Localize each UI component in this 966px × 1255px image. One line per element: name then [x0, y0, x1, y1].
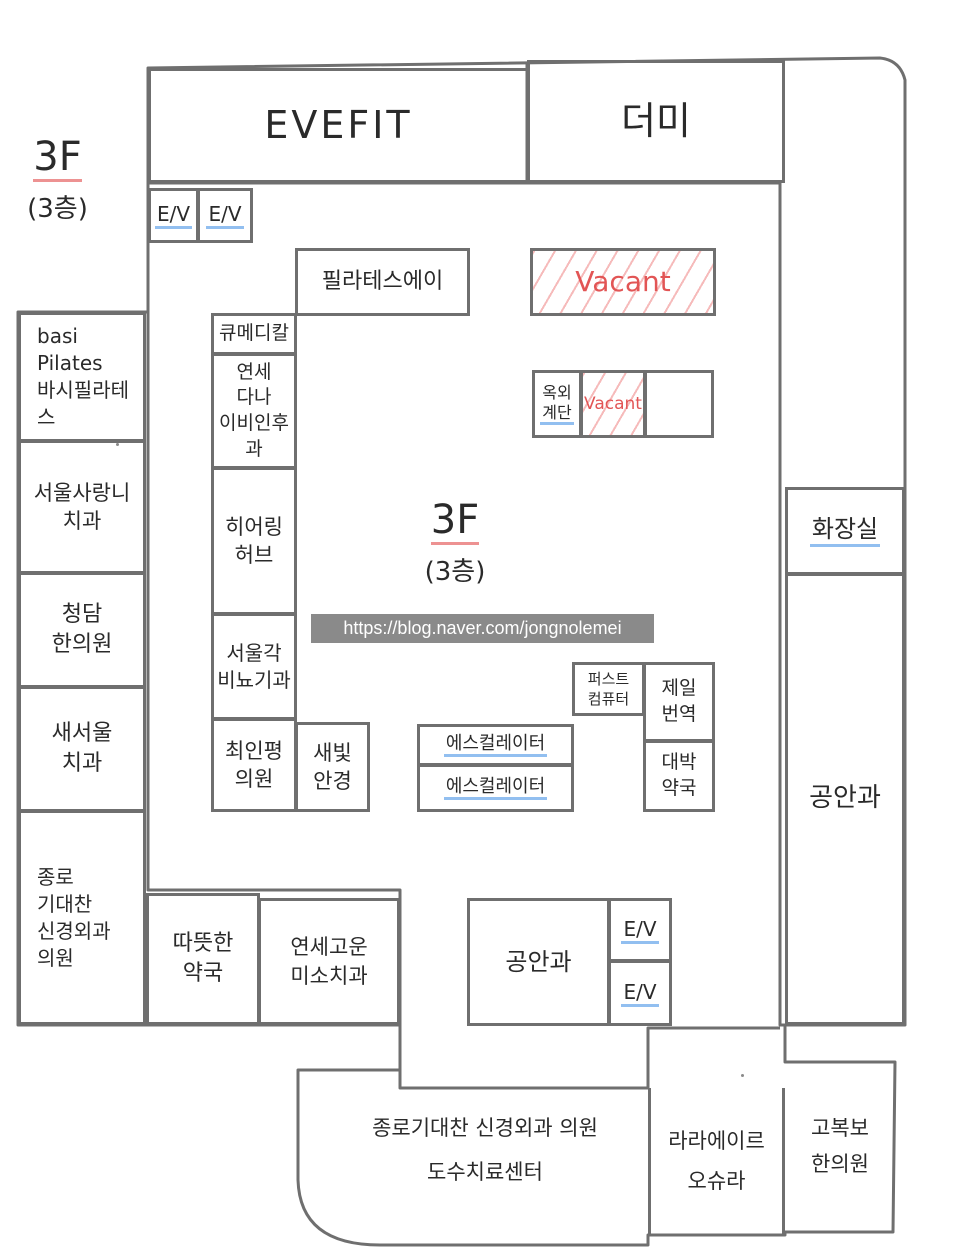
room-seoul-dental: 서울사랑니 치과: [18, 440, 146, 574]
stray-dot: [116, 443, 119, 446]
inner-wall: [146, 181, 785, 1090]
outer-wall: [16, 56, 907, 1247]
room-basi-pilates: basi Pilates 바시필라테스: [18, 312, 146, 442]
room-q-medical: 큐메디칼: [211, 313, 297, 355]
room-jeil-translation: 제일 번역: [643, 662, 715, 742]
room-daebak-pharmacy: 대박 약국: [643, 740, 715, 812]
room-saeseoul-dental: 새서울 치과: [18, 686, 146, 812]
escalator-2: 에스컬레이터: [417, 764, 574, 812]
room-evefit: EVEFIT: [148, 68, 529, 183]
elevator-bottom-1: E/V: [608, 898, 672, 962]
room-first-computer: 퍼스트 컴퓨터: [572, 662, 645, 716]
center-floor-label: 3F (3층): [424, 497, 486, 587]
stairs: 옥외 계단: [532, 370, 582, 438]
room-pilates-a: 필라테스에이: [295, 248, 470, 316]
elevator-top-2: E/V: [197, 188, 253, 243]
elevator-top-1: E/V: [148, 188, 199, 243]
restroom: 화장실: [785, 487, 905, 575]
room-ophthalmology-right: 공안과: [785, 573, 905, 1025]
room-warm-pharmacy: 따뜻한 약국: [146, 893, 260, 1025]
room-seoul-urology: 서울각 비뇨기과: [211, 613, 297, 720]
stray-dot: [741, 1074, 744, 1077]
watermark-url: https://blog.naver.com/jongnolemei: [311, 614, 654, 643]
room-deomi: 더미: [527, 60, 785, 183]
room-choi-clinic: 최인평 의원: [211, 718, 297, 812]
room-ophthalmology-center: 공안과: [467, 898, 610, 1026]
room-saebit-optical: 새빛 안경: [295, 722, 370, 812]
room-cheongdam: 청담 한의원: [18, 572, 146, 688]
room-lalaeire: 라라에이르 오슈라: [648, 1088, 785, 1235]
room-vacant-2: Vacant: [580, 370, 646, 438]
room-manual-therapy: 종로기대찬 신경외과 의원 도수치료센터: [372, 1115, 598, 1184]
elevator-bottom-2: E/V: [608, 960, 672, 1026]
room-hearing-hub: 히어링 허브: [211, 467, 297, 615]
escalator-1: 에스컬레이터: [417, 724, 574, 766]
room-yonsei-dental: 연세고운 미소치과: [258, 898, 400, 1025]
room-vacant-1: Vacant: [530, 248, 716, 316]
room-jongno-neuro: 종로 기대찬 신경외과 의원: [18, 810, 146, 1025]
corner-floor-label: 3F (3층): [27, 134, 88, 224]
room-empty: [644, 370, 714, 438]
room-yonsei-ent: 연세 다나 이비인후과: [211, 353, 297, 469]
room-gobokbo: 고복보 한의원: [811, 1116, 869, 1176]
